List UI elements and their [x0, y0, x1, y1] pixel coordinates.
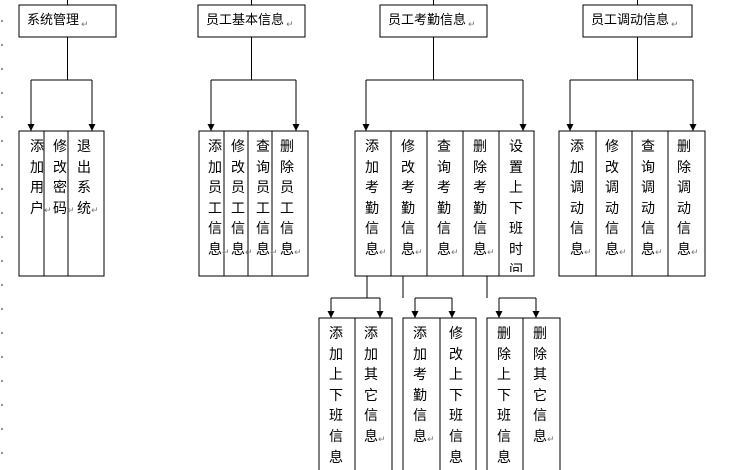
paragraph-mark: ↵: [671, 20, 679, 30]
paragraph-mark: ↵: [91, 206, 99, 217]
margin-mark: [1, 452, 3, 454]
margin-mark: [1, 92, 3, 94]
submodule-label: 退出系统: [77, 139, 91, 217]
margin-mark: [1, 284, 3, 286]
margin-mark: [1, 20, 3, 22]
sub-submodule-label: 添加其它信息: [364, 326, 378, 445]
paragraph-mark: ↵: [81, 20, 89, 30]
margin-mark: [1, 116, 3, 118]
margin-mark: [1, 428, 3, 430]
submodule-label: 修改密码: [53, 139, 67, 217]
submodule-label: 删除员工信息: [280, 139, 294, 258]
paragraph-mark: ↵: [67, 206, 75, 217]
paragraph-mark: ↵: [245, 247, 253, 258]
margin-mark: [1, 260, 3, 262]
submodule-group-box: [198, 130, 309, 277]
submodule-label: 修改员工信息: [231, 139, 245, 258]
paragraph-mark: ↵: [270, 247, 278, 258]
paragraph-mark: ↵: [379, 247, 387, 258]
submodule-label: 修改考勤信息: [401, 139, 415, 258]
module-title: 员工考勤信息: [388, 13, 467, 28]
margin-mark: [1, 212, 3, 214]
margin-mark: [1, 68, 3, 70]
paragraph-mark: ↵: [584, 247, 592, 258]
margin-mark: [1, 308, 3, 310]
margin-mark: [1, 44, 3, 46]
submodule-label: 删除考勤信息: [473, 139, 487, 258]
submodule-label: 查询调动信息: [641, 139, 655, 258]
margin-mark: [1, 188, 3, 190]
paragraph-mark: ↵: [44, 206, 52, 217]
paragraph-mark: ↵: [427, 434, 435, 445]
margin-mark: [1, 332, 3, 334]
margin-mark: [1, 236, 3, 238]
paragraph-mark: ↵: [294, 247, 302, 258]
paragraph-mark: ↵: [415, 247, 423, 258]
paragraph-mark: ↵: [619, 247, 627, 258]
paragraph-mark: ↵: [378, 434, 386, 445]
sub-submodule-label: 删除上下班信息: [497, 326, 511, 466]
margin-mark: [1, 164, 3, 166]
paragraph-mark: ↵: [451, 247, 459, 258]
submodule-label: 添加考勤信息: [365, 139, 379, 258]
margin-mark: [1, 404, 3, 406]
sub-submodule-label: 修改上下班信息: [449, 326, 463, 466]
paragraph-mark: ↵: [547, 434, 555, 445]
margin-mark: [1, 380, 3, 382]
submodule-label: 设置上下班时间: [509, 139, 523, 272]
margin-mark: [1, 140, 3, 142]
sub-submodule-label: 添加考勤信息: [413, 326, 427, 445]
margin-mark: [1, 356, 3, 358]
module-title: 系统管理: [27, 13, 80, 28]
paragraph-mark: ↵: [487, 247, 495, 258]
paragraph-mark: ↵: [691, 247, 699, 258]
paragraph-mark: ↵: [468, 20, 476, 30]
submodule-label: 查询员工信息: [256, 139, 270, 258]
sub-submodule-label: 添加上下班信息: [329, 326, 343, 466]
sub-submodule-label: 删除其它信息: [533, 326, 547, 445]
paragraph-mark: ↵: [286, 20, 294, 30]
paragraph-mark: ↵: [655, 247, 663, 258]
submodule-label: 添加调动信息: [570, 139, 584, 258]
module-title: 员工调动信息: [591, 13, 670, 28]
submodule-label: 添加员工信息: [208, 139, 222, 258]
paragraph-mark: ↵: [222, 247, 230, 258]
submodule-label: 添加用户: [30, 139, 44, 217]
module-title: 员工基本信息: [206, 13, 285, 28]
submodule-label: 删除调动信息: [677, 139, 691, 258]
submodule-label: 查询考勤信息: [437, 139, 451, 258]
submodule-group-box: [354, 130, 535, 277]
submodule-group-box: [18, 130, 105, 277]
submodule-label: 修改调动信息: [605, 139, 619, 258]
